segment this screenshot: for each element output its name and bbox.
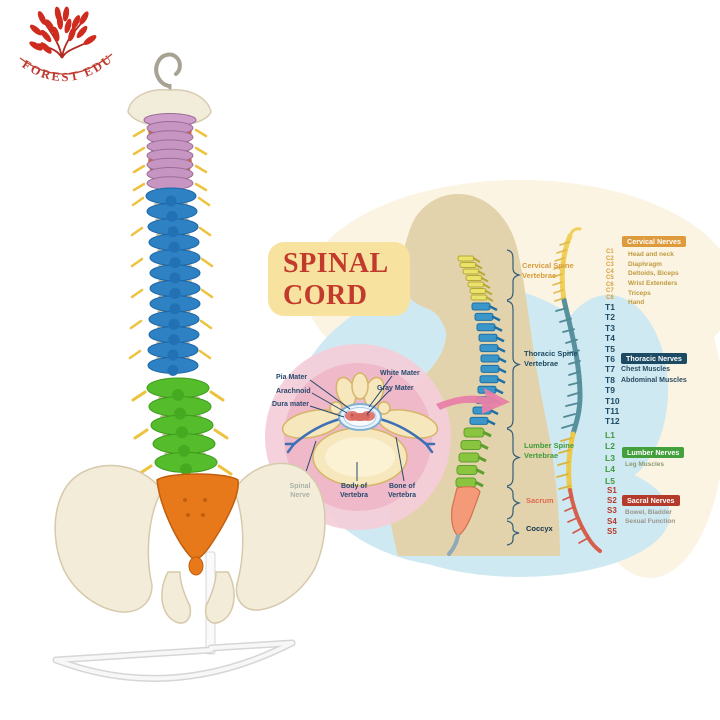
level-label: C7 (606, 288, 614, 294)
label-white-mater: White Mater (380, 370, 420, 377)
stand-base (52, 639, 296, 682)
region-braces (506, 249, 521, 546)
label-bone-of-vertebra: Bone of Vertebra (387, 483, 417, 499)
level-label: T10 (605, 395, 620, 406)
lumbar-functions: Leg Muscles (625, 460, 664, 470)
level-label: T6 (605, 353, 615, 364)
cervical-nerves-header: Cervical Nerves (622, 236, 686, 248)
infographic-title: SPINAL CORD (268, 242, 410, 316)
title-line-1: SPINAL (283, 248, 389, 279)
level-label: S4 (607, 516, 617, 526)
title-line-2: CORD (283, 280, 368, 311)
level-label: T9 (605, 385, 615, 396)
spine-model-photo (52, 52, 326, 682)
function-label: Deltoids, Biceps (628, 270, 679, 278)
level-label: T2 (605, 312, 615, 323)
lumbar-level-labels: L1 L2 L3 L4 L5 (605, 430, 615, 487)
region-label-sacrum: Sacrum (526, 496, 554, 505)
level-label: L4 (605, 464, 615, 475)
region-label-thoracic: Thoracic Spine Vertebrae (524, 349, 578, 368)
region-label-lumbar: Lumber Spine Vertebrae (524, 441, 575, 460)
sacrum (156, 473, 239, 576)
function-label: Hand (628, 299, 645, 307)
function-label: Chest Muscles (621, 366, 671, 373)
level-label: L1 (605, 430, 615, 440)
level-label: L3 (605, 452, 615, 463)
level-label: T1 (605, 302, 615, 312)
level-label: S1 (607, 486, 617, 495)
sacral-nerves-header: Sacral Nerves (622, 495, 680, 507)
function-label: Bowel, Bladder (625, 509, 672, 516)
label-spinal-nerve: Spinal Nerve (289, 483, 311, 499)
region-label-coccyx: Coccyx (526, 524, 553, 533)
logo-leaves-icon (29, 6, 97, 54)
sacral-functions: Bowel, Bladder Sexual Function (625, 508, 675, 527)
function-label: Diaphragm (628, 260, 662, 268)
level-label: T12 (605, 416, 620, 427)
label-body-of-vertebra: Body of Vertebra (339, 483, 369, 499)
arrow-icon (436, 388, 510, 414)
function-label: Leg Muscles (625, 461, 665, 468)
level-label: C6 (606, 281, 614, 288)
level-label: C3 (606, 262, 614, 268)
label-pia-mater: Pia Mater (276, 374, 308, 381)
level-label: C8 (606, 294, 614, 301)
thoracic-functions: Chest Muscles Abdominal Muscles (621, 365, 687, 386)
level-label: S2 (607, 496, 617, 506)
level-label: T5 (605, 343, 615, 354)
function-label: Sexual Function (625, 518, 676, 526)
level-label: T8 (605, 374, 615, 385)
level-label: C5 (606, 275, 614, 281)
label-arachnoid: Arachnoid (276, 388, 311, 395)
sacral-level-labels: S1 S2 S3 S4 S5 (607, 486, 617, 537)
lumbar-nerves-header: Lumber Nerves (622, 447, 685, 459)
level-label: C2 (606, 255, 614, 262)
level-label: T4 (605, 333, 615, 344)
spinal-cord-strip (552, 227, 602, 553)
cervical-functions: Head and neck Diaphragm Deltoids, Biceps… (628, 250, 679, 308)
function-label: Triceps (628, 289, 651, 297)
level-label: T3 (605, 322, 615, 333)
level-label: S3 (607, 506, 617, 516)
brand-logo: FOREST EDU. (0, 0, 114, 84)
region-label-cervical: Cervical Spine Vertebrae (522, 261, 574, 280)
level-label: T11 (605, 405, 620, 416)
level-label: T7 (605, 364, 615, 375)
level-label: C1 (606, 249, 614, 255)
level-label: L2 (605, 441, 615, 452)
level-label: L5 (605, 475, 615, 486)
function-label: Head and neck (628, 251, 674, 258)
pelvis (54, 462, 326, 624)
function-label: Wrist Extenders (628, 280, 678, 288)
level-label: C4 (606, 268, 614, 275)
hanger-hook (154, 52, 182, 88)
label-gray-mater: Gray Mater (377, 385, 414, 392)
cervical-level-labels: C1 C2 C3 C4 C5 C6 C7 C8 (606, 249, 614, 301)
function-label: Abdominal Muscles (621, 376, 687, 384)
label-dura-mater: Dura mater (272, 401, 309, 408)
level-label: S5 (607, 526, 617, 536)
thoracic-level-labels: T1 T2 T3 T4 T5 T6 T7 T8 T9 T10 T11 T12 (605, 302, 620, 427)
thoracic-nerves-header: Thoracic Nerves (621, 353, 687, 365)
